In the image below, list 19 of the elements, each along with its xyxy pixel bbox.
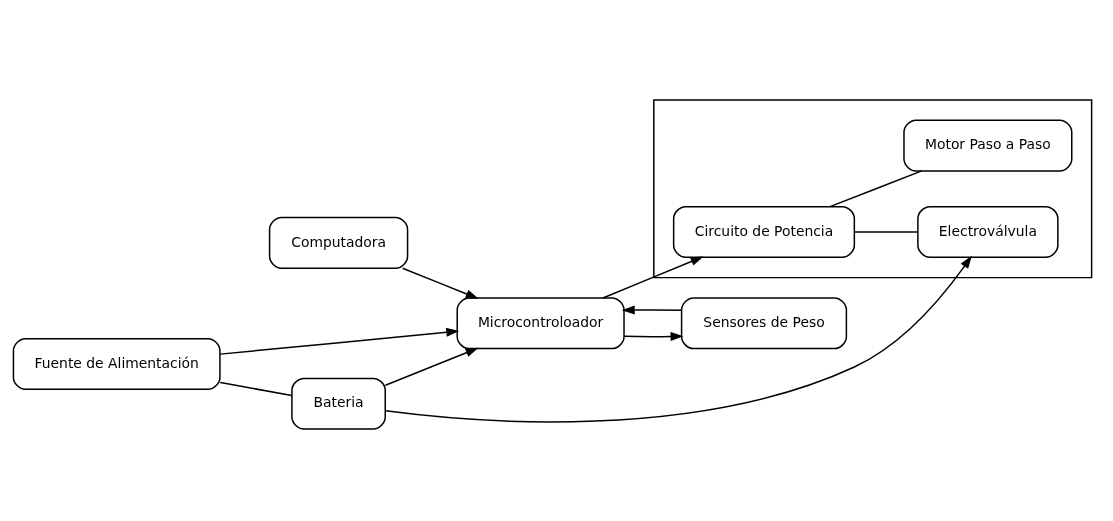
connector [219, 381, 293, 397]
node-box: Computadora [268, 216, 409, 269]
node-box: Bateria [291, 377, 386, 430]
node-box: Sensores de Peso [680, 297, 848, 350]
cluster [653, 99, 1093, 279]
arrow [384, 255, 972, 423]
arrow [621, 305, 682, 315]
connector [829, 170, 923, 208]
node-box: Circuito de Potencia [672, 205, 856, 258]
node-box: Motor Paso a Paso [903, 119, 1073, 172]
arrow [401, 267, 479, 299]
arrow [602, 256, 704, 299]
arrow [623, 332, 684, 342]
arrow [219, 327, 460, 355]
connector [853, 231, 919, 233]
arrow [384, 347, 479, 386]
node-box: Electroválvula [917, 205, 1059, 258]
node-box: Fuente de Alimentación [12, 337, 221, 391]
node-box: Microcontroloador [456, 297, 625, 350]
